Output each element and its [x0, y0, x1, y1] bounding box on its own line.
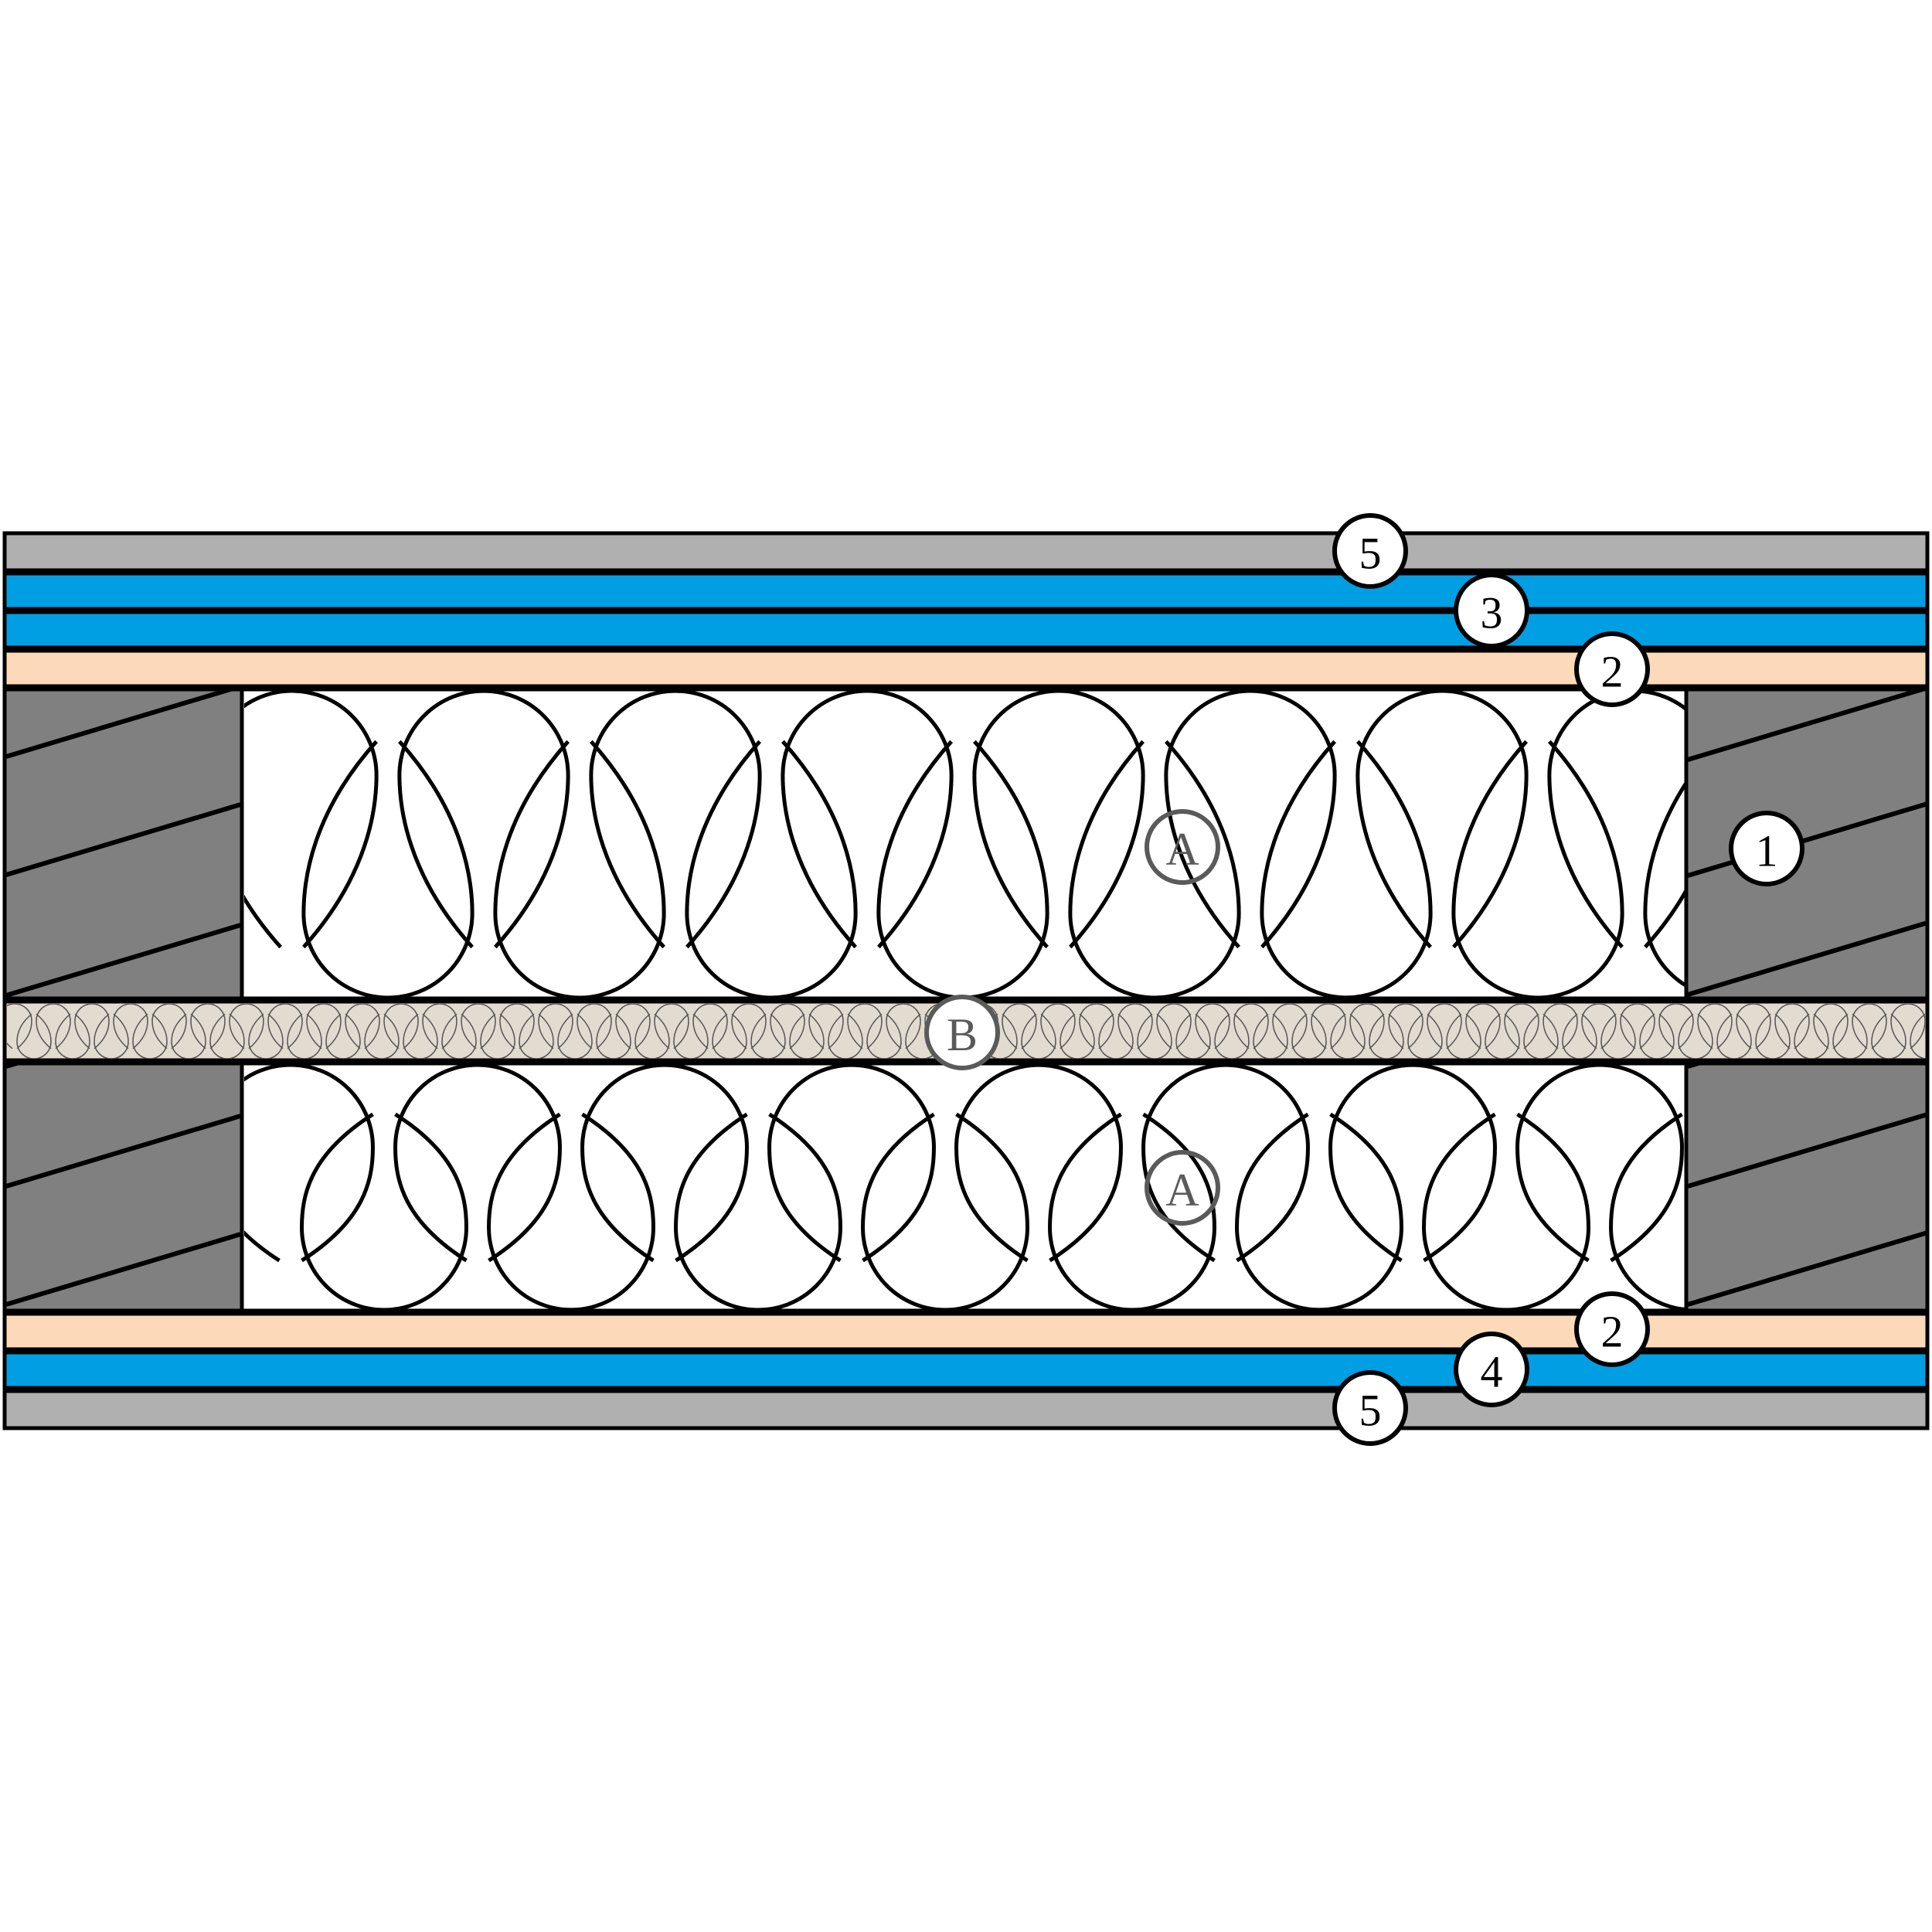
grain-line	[1688, 920, 1926, 997]
callout-a-upper: A	[1145, 809, 1220, 885]
callout-5-top: 5	[1332, 513, 1408, 589]
left-stud-upper	[2, 687, 244, 1001]
grain-line	[6, 923, 240, 997]
bottom-board-layer	[2, 1350, 1930, 1390]
lower-batt-insulation	[244, 1065, 1685, 1310]
callout-label: 4	[1481, 1347, 1503, 1397]
lower-cavity-background	[2, 1061, 1930, 1313]
top-board-outer-layer	[2, 571, 1930, 611]
callout-2-bottom: 2	[1574, 1291, 1650, 1367]
callout-label: 1	[1756, 826, 1778, 876]
upper-cavity-background	[2, 687, 1930, 1001]
callout-2-top: 2	[1574, 631, 1650, 707]
callout-label: B	[947, 1009, 978, 1060]
callout-label: 2	[1601, 647, 1624, 697]
top-finish-layer	[2, 531, 1930, 573]
grain-line	[1688, 1112, 1926, 1189]
callout-4: 4	[1454, 1332, 1529, 1407]
lower-cavity	[2, 1061, 1930, 1313]
upper-cavity	[2, 687, 1930, 1001]
callout-label: 5	[1359, 1386, 1382, 1436]
grain-line	[6, 802, 240, 877]
grain-line	[1688, 801, 1926, 878]
right-stud-upper	[1684, 687, 1930, 1001]
grain-line	[1688, 1230, 1926, 1307]
callout-label: 2	[1601, 1307, 1624, 1357]
grain-line	[1688, 691, 1926, 762]
grain-line	[6, 691, 233, 759]
grain-line	[6, 1232, 240, 1307]
wood-grain-lines	[1688, 1065, 1926, 1307]
callout-3: 3	[1454, 573, 1529, 648]
batt-curve	[244, 1065, 1685, 1310]
grain-line	[6, 1114, 240, 1189]
callout-label: 3	[1481, 588, 1503, 638]
bottom-finish-layer	[2, 1389, 1930, 1430]
callout-1: 1	[1729, 811, 1804, 886]
wood-grain-lines	[1688, 691, 1926, 997]
wood-grain-lines	[6, 691, 240, 997]
top-board-inner-layer	[2, 610, 1930, 650]
callout-label: 5	[1359, 529, 1382, 579]
right-stud-lower	[1684, 1061, 1930, 1313]
callout-label: A	[1165, 824, 1199, 875]
left-stud-lower	[2, 1061, 244, 1313]
callout-5-bottom: 5	[1332, 1370, 1408, 1446]
callout-b: B	[924, 995, 1000, 1070]
callout-a-lower: A	[1145, 1150, 1220, 1226]
wood-grain-lines	[6, 1065, 240, 1307]
callout-label: A	[1165, 1165, 1199, 1216]
